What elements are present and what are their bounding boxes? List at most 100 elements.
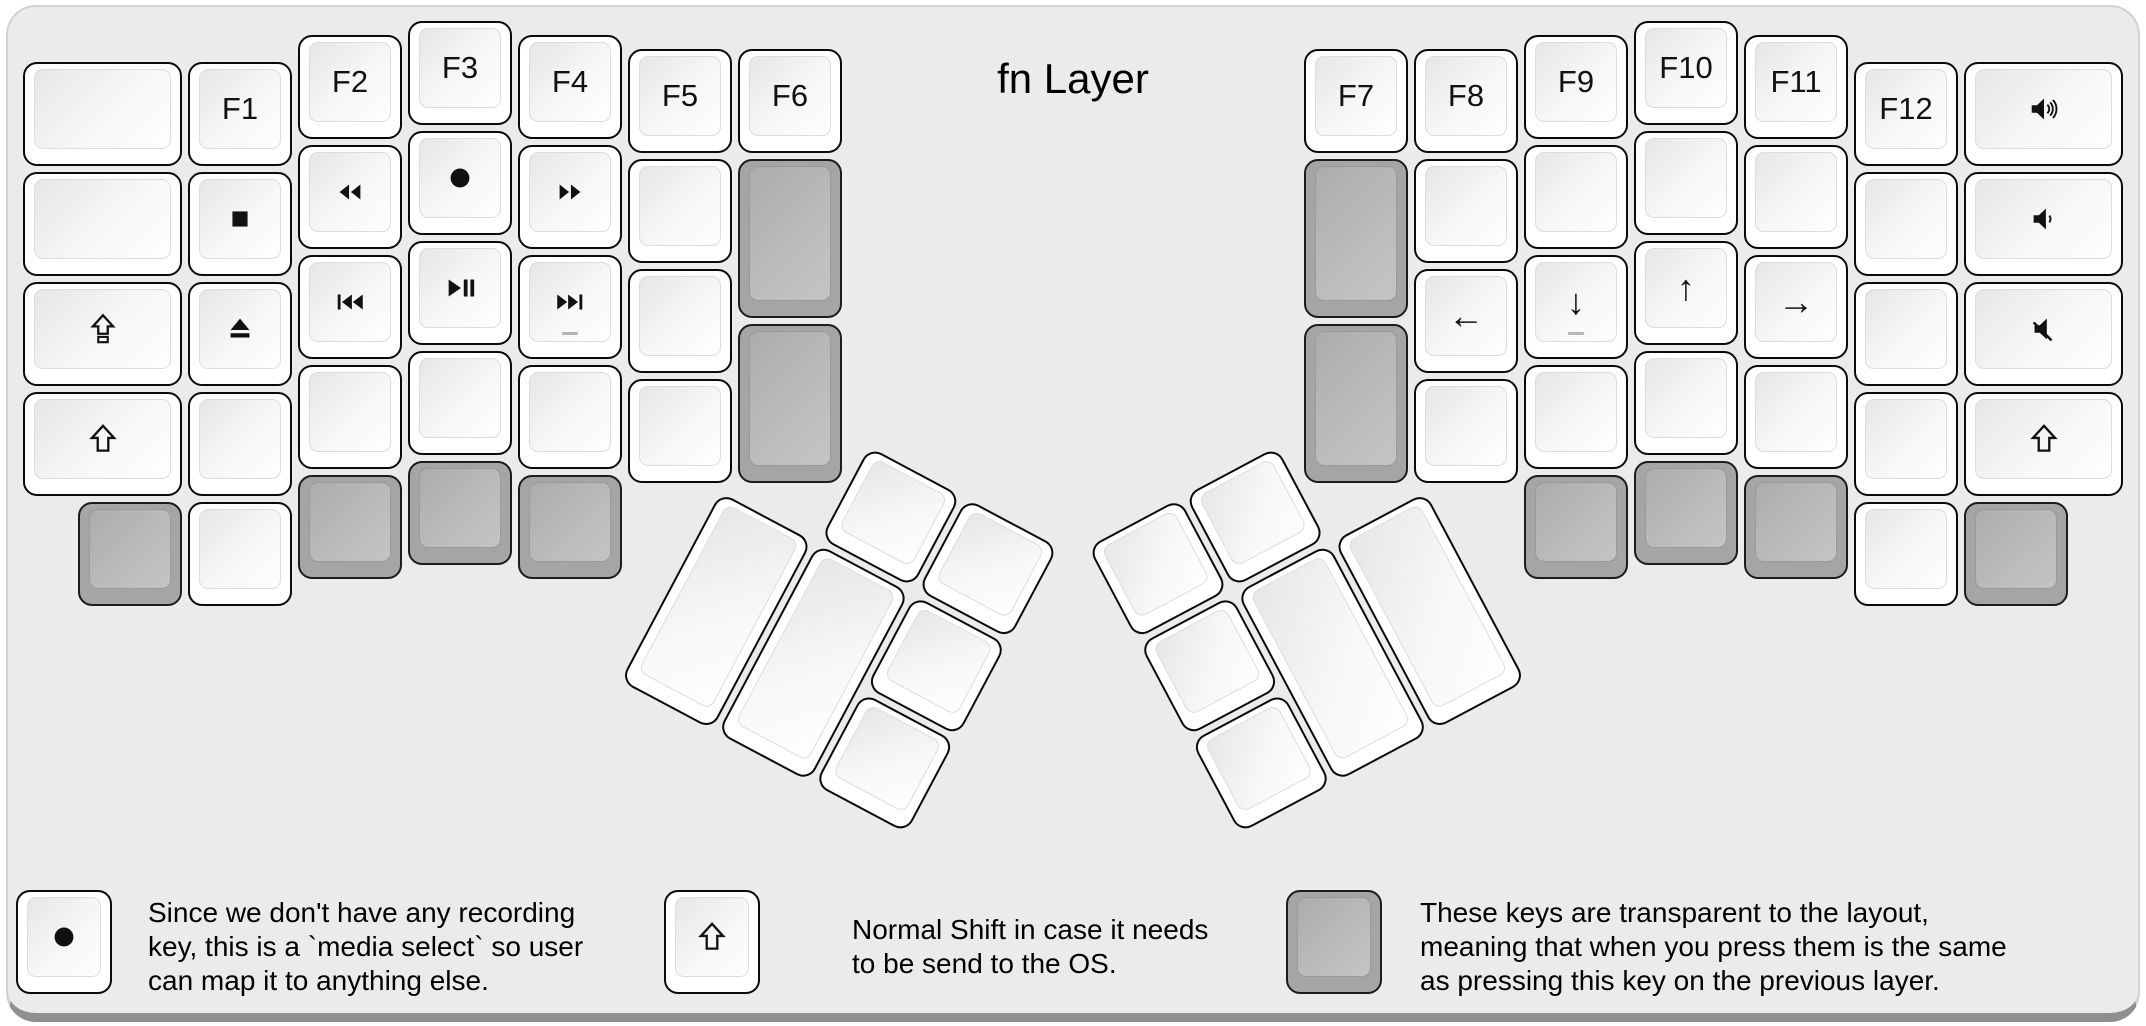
key-blank[interactable] <box>1524 144 1628 249</box>
key-label: F11 <box>1770 63 1822 99</box>
key-transparent[interactable] <box>738 158 842 318</box>
key-blank[interactable] <box>518 364 622 469</box>
homing-dash <box>562 331 578 335</box>
key-record[interactable] <box>408 131 512 235</box>
keycap-top: F2 <box>309 41 391 122</box>
key-f10[interactable]: F10 <box>1634 21 1738 125</box>
key-blank[interactable] <box>1634 131 1738 235</box>
key-arrow-down[interactable]: ↓ <box>1524 254 1628 359</box>
key-transparent[interactable] <box>78 502 182 607</box>
key-arrow-up[interactable]: ↑ <box>1634 241 1738 345</box>
keycap-top <box>199 179 281 260</box>
key-shift-left[interactable] <box>23 392 182 497</box>
key-volume-mute[interactable] <box>1964 282 2123 387</box>
key-f2[interactable]: F2 <box>298 34 402 139</box>
key-transparent[interactable] <box>518 474 622 579</box>
key-transparent[interactable] <box>298 474 402 579</box>
key-f5[interactable]: F5 <box>628 48 732 153</box>
key-blank[interactable] <box>1744 144 1848 249</box>
keycap-top: ↓ <box>1535 261 1617 342</box>
keycap-top <box>639 275 721 356</box>
key-transparent[interactable] <box>738 323 842 483</box>
key-transparent[interactable] <box>1634 461 1738 565</box>
key-blank[interactable] <box>1854 282 1958 387</box>
keycap-top <box>1297 897 1371 977</box>
key-blank[interactable] <box>628 268 732 373</box>
key-label: F6 <box>771 77 809 113</box>
legend-text-record: Since we don't have any recording key, t… <box>148 897 584 997</box>
prev-track-icon <box>332 285 368 319</box>
key-blank[interactable] <box>1524 364 1628 469</box>
key-arrow-right[interactable]: → <box>1744 254 1848 359</box>
keycap-top <box>1975 179 2112 260</box>
key-blank[interactable] <box>298 364 402 469</box>
keycap-top <box>1975 399 2112 480</box>
key-f12[interactable]: F12 <box>1854 62 1958 167</box>
key-volume-up[interactable] <box>1964 62 2123 167</box>
key-label: F8 <box>1447 77 1485 113</box>
key-blank[interactable] <box>1854 172 1958 277</box>
key-blank[interactable] <box>1414 158 1518 263</box>
key-play-pause[interactable] <box>408 241 512 345</box>
keycap-top: F7 <box>1315 55 1397 136</box>
key-blank[interactable] <box>1854 392 1958 497</box>
key-f1[interactable]: F1 <box>188 62 292 167</box>
legend-key-0 <box>16 890 112 994</box>
eject-icon <box>223 312 257 346</box>
key-f6[interactable]: F6 <box>738 48 842 153</box>
key-transparent[interactable] <box>1744 474 1848 579</box>
keycap-top <box>419 138 501 218</box>
key-rewind[interactable] <box>298 144 402 249</box>
key-blank[interactable] <box>408 351 512 455</box>
keycap-top <box>1755 151 1837 232</box>
next-track-icon <box>552 285 588 319</box>
key-transparent[interactable] <box>1524 474 1628 579</box>
keycap-top <box>34 179 171 260</box>
legend-key-2 <box>1286 890 1382 994</box>
keycap-top <box>199 509 281 590</box>
key-arrow-left[interactable]: ← <box>1414 268 1518 373</box>
key-blank[interactable] <box>188 392 292 497</box>
key-blank[interactable] <box>23 172 182 277</box>
key-f3[interactable]: F3 <box>408 21 512 125</box>
key-prev-track[interactable] <box>298 254 402 359</box>
key-label: F9 <box>1557 63 1595 99</box>
key-transparent[interactable] <box>408 461 512 565</box>
key-next-track[interactable] <box>518 254 622 359</box>
key-transparent[interactable] <box>1964 502 2068 607</box>
key-blank[interactable] <box>1414 378 1518 483</box>
keycap-top <box>1315 330 1397 466</box>
key-caps-lock[interactable] <box>23 282 182 387</box>
key-blank[interactable] <box>188 502 292 607</box>
key-blank[interactable] <box>628 378 732 483</box>
key-blank[interactable] <box>1634 351 1738 455</box>
keycap-top <box>1535 151 1617 232</box>
key-eject[interactable] <box>188 282 292 387</box>
key-stop[interactable] <box>188 172 292 277</box>
record-icon <box>443 161 477 195</box>
key-blank[interactable] <box>1854 502 1958 607</box>
shift-icon <box>2025 420 2063 458</box>
key-transparent[interactable] <box>1304 323 1408 483</box>
legend-text-shift: Normal Shift in case it needs to be send… <box>852 914 1209 980</box>
caps-lock-icon <box>84 310 122 348</box>
key-blank[interactable] <box>628 158 732 263</box>
key-transparent[interactable] <box>1304 158 1408 318</box>
keycap-top <box>1203 703 1314 814</box>
key-f7[interactable]: F7 <box>1304 48 1408 153</box>
key-fast-forward[interactable] <box>518 144 622 249</box>
keycap-top <box>883 606 994 716</box>
key-blank[interactable] <box>23 62 182 167</box>
key-label: F10 <box>1659 50 1713 85</box>
key-f8[interactable]: F8 <box>1414 48 1518 153</box>
key-f4[interactable]: F4 <box>518 34 622 139</box>
key-volume-down[interactable] <box>1964 172 2123 277</box>
legend-key-1 <box>664 890 760 994</box>
key-f9[interactable]: F9 <box>1524 34 1628 139</box>
keycap-top: F1 <box>199 69 281 150</box>
key-f11[interactable]: F11 <box>1744 34 1848 139</box>
keycap-top <box>199 399 281 480</box>
key-blank[interactable] <box>1744 364 1848 469</box>
key-shift-right[interactable] <box>1964 392 2123 497</box>
